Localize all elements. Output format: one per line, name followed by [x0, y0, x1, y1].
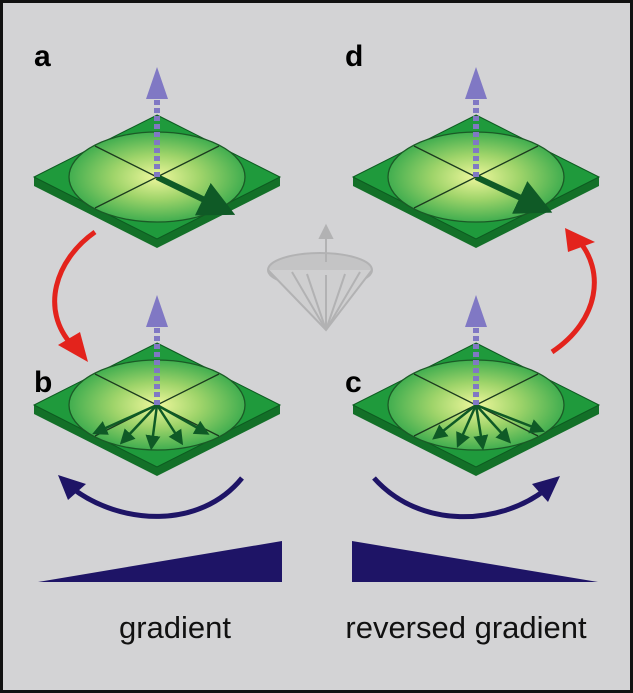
rotation-arrow-left [58, 475, 244, 519]
reversed-gradient-wedge [352, 541, 598, 582]
caption-reversed-gradient: reversed gradient [345, 610, 587, 645]
magnetization-arrow [155, 174, 236, 216]
magnetization-arrow [119, 404, 158, 445]
panel-label-b: b [34, 366, 52, 399]
magnetization-arrow [145, 404, 161, 451]
panel-label-c: c [345, 366, 362, 399]
plate-d [351, 67, 601, 248]
magnetization-arrow [474, 174, 553, 214]
magnetization-arrow [92, 403, 158, 435]
rotation-arrow-right [372, 476, 560, 520]
gradient-wedge [38, 541, 282, 582]
magnetization-arrow [155, 404, 184, 446]
vertical-arrow [465, 295, 487, 405]
panel-label-d: d [345, 40, 363, 73]
magnetization-arrow [432, 404, 477, 440]
panel-label-a: a [34, 40, 51, 73]
plate-c [351, 295, 601, 476]
plate-b [32, 295, 282, 476]
red-arrow-c-to-d [550, 228, 597, 355]
red-arrow-a-to-b [52, 229, 97, 362]
magnetization-arrow [475, 404, 512, 444]
magnetization-arrow [475, 403, 545, 434]
vertical-arrow [146, 67, 168, 177]
cone-globe-icon [267, 223, 373, 332]
caption-gradient: gradient [119, 610, 231, 645]
magnetization-arrow [156, 403, 210, 435]
vertical-arrow [146, 295, 168, 405]
magnetization-arrow [456, 404, 478, 448]
plate-a [32, 67, 282, 248]
vertical-arrow [465, 67, 487, 177]
magnetization-arrow [473, 404, 489, 451]
